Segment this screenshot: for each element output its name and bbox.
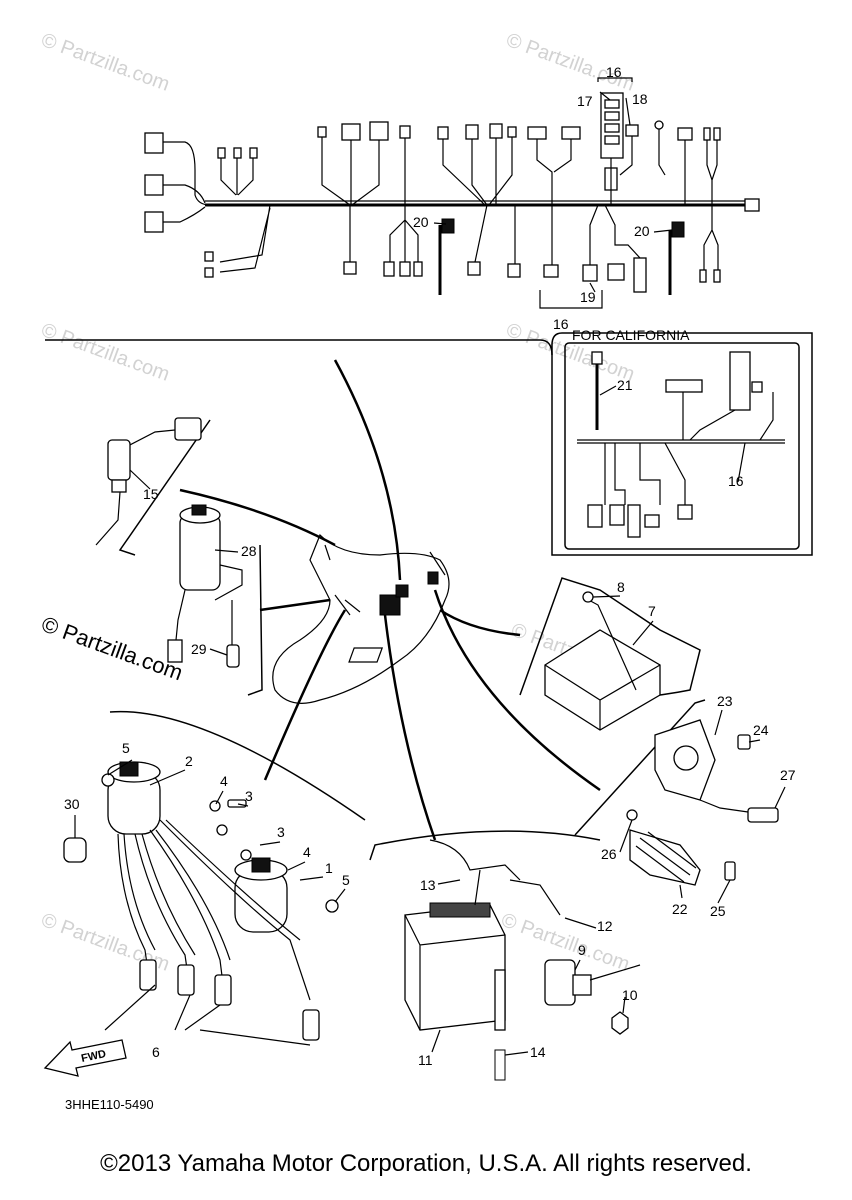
callout-22: 22 (672, 901, 688, 917)
callout-16: 16 (728, 473, 744, 489)
battery-group (404, 839, 641, 1081)
watermark-text: © Partzilla.com (38, 29, 172, 96)
callout-17: 17 (577, 93, 593, 109)
igniter-group (348, 591, 661, 731)
wire-harness (144, 77, 760, 309)
callout-9: 9 (578, 942, 586, 958)
copyright-notice: ©2013 Yamaha Motor Corporation, U.S.A. A… (100, 1150, 752, 1177)
callout-24: 24 (753, 722, 769, 738)
callout-numbers: 16 17 18 20 20 19 16 21 16 15 28 29 8 7 … (64, 64, 796, 1068)
callout-20: 20 (634, 223, 650, 239)
callout-7: 7 (648, 603, 656, 619)
callout-10: 10 (622, 987, 638, 1003)
callout-28: 28 (241, 543, 257, 559)
callout-12: 12 (597, 918, 613, 934)
callout-26: 26 (601, 846, 617, 862)
callout-19: 19 (580, 289, 596, 305)
callout-25: 25 (710, 903, 726, 919)
watermark-text: © Partzilla.com (503, 29, 637, 96)
callout-16: 16 (606, 64, 622, 80)
watermark-text: © Partzilla.com (38, 611, 186, 685)
fwd-arrow-icon: FWD (43, 1039, 127, 1077)
callout-6: 6 (152, 1044, 160, 1060)
callout-27: 27 (780, 767, 796, 783)
main-switch-group (95, 417, 243, 668)
callout-18: 18 (632, 91, 648, 107)
watermark-text: © Partzilla.com (38, 319, 172, 386)
callout-20: 20 (413, 214, 429, 230)
callout-14: 14 (530, 1044, 546, 1060)
ignition-coil-group (63, 761, 339, 1046)
inset-title: FOR CALIFORNIA (572, 327, 690, 343)
callout-13: 13 (420, 877, 436, 893)
callout-4: 4 (220, 773, 228, 789)
california-inset: FOR CALIFORNIA (551, 327, 813, 556)
callout-23: 23 (717, 693, 733, 709)
callout-29: 29 (191, 641, 207, 657)
callout-8: 8 (617, 579, 625, 595)
callout-1: 1 (325, 860, 333, 876)
callout-15: 15 (143, 486, 159, 502)
callout-4: 4 (303, 844, 311, 860)
fwd-label: FWD (80, 1048, 107, 1065)
frame-center (179, 359, 601, 841)
diagram-code: 3HHE110-5490 (65, 1097, 154, 1112)
callout-3: 3 (245, 788, 253, 804)
callout-3: 3 (277, 824, 285, 840)
callout-11: 11 (418, 1052, 433, 1068)
callout-16: 16 (553, 316, 569, 332)
callout-5: 5 (122, 740, 130, 756)
callout-30: 30 (64, 796, 80, 812)
rectifier-group (626, 719, 779, 886)
callout-21: 21 (617, 377, 633, 393)
callout-5: 5 (342, 872, 350, 888)
callout-2: 2 (185, 753, 193, 769)
